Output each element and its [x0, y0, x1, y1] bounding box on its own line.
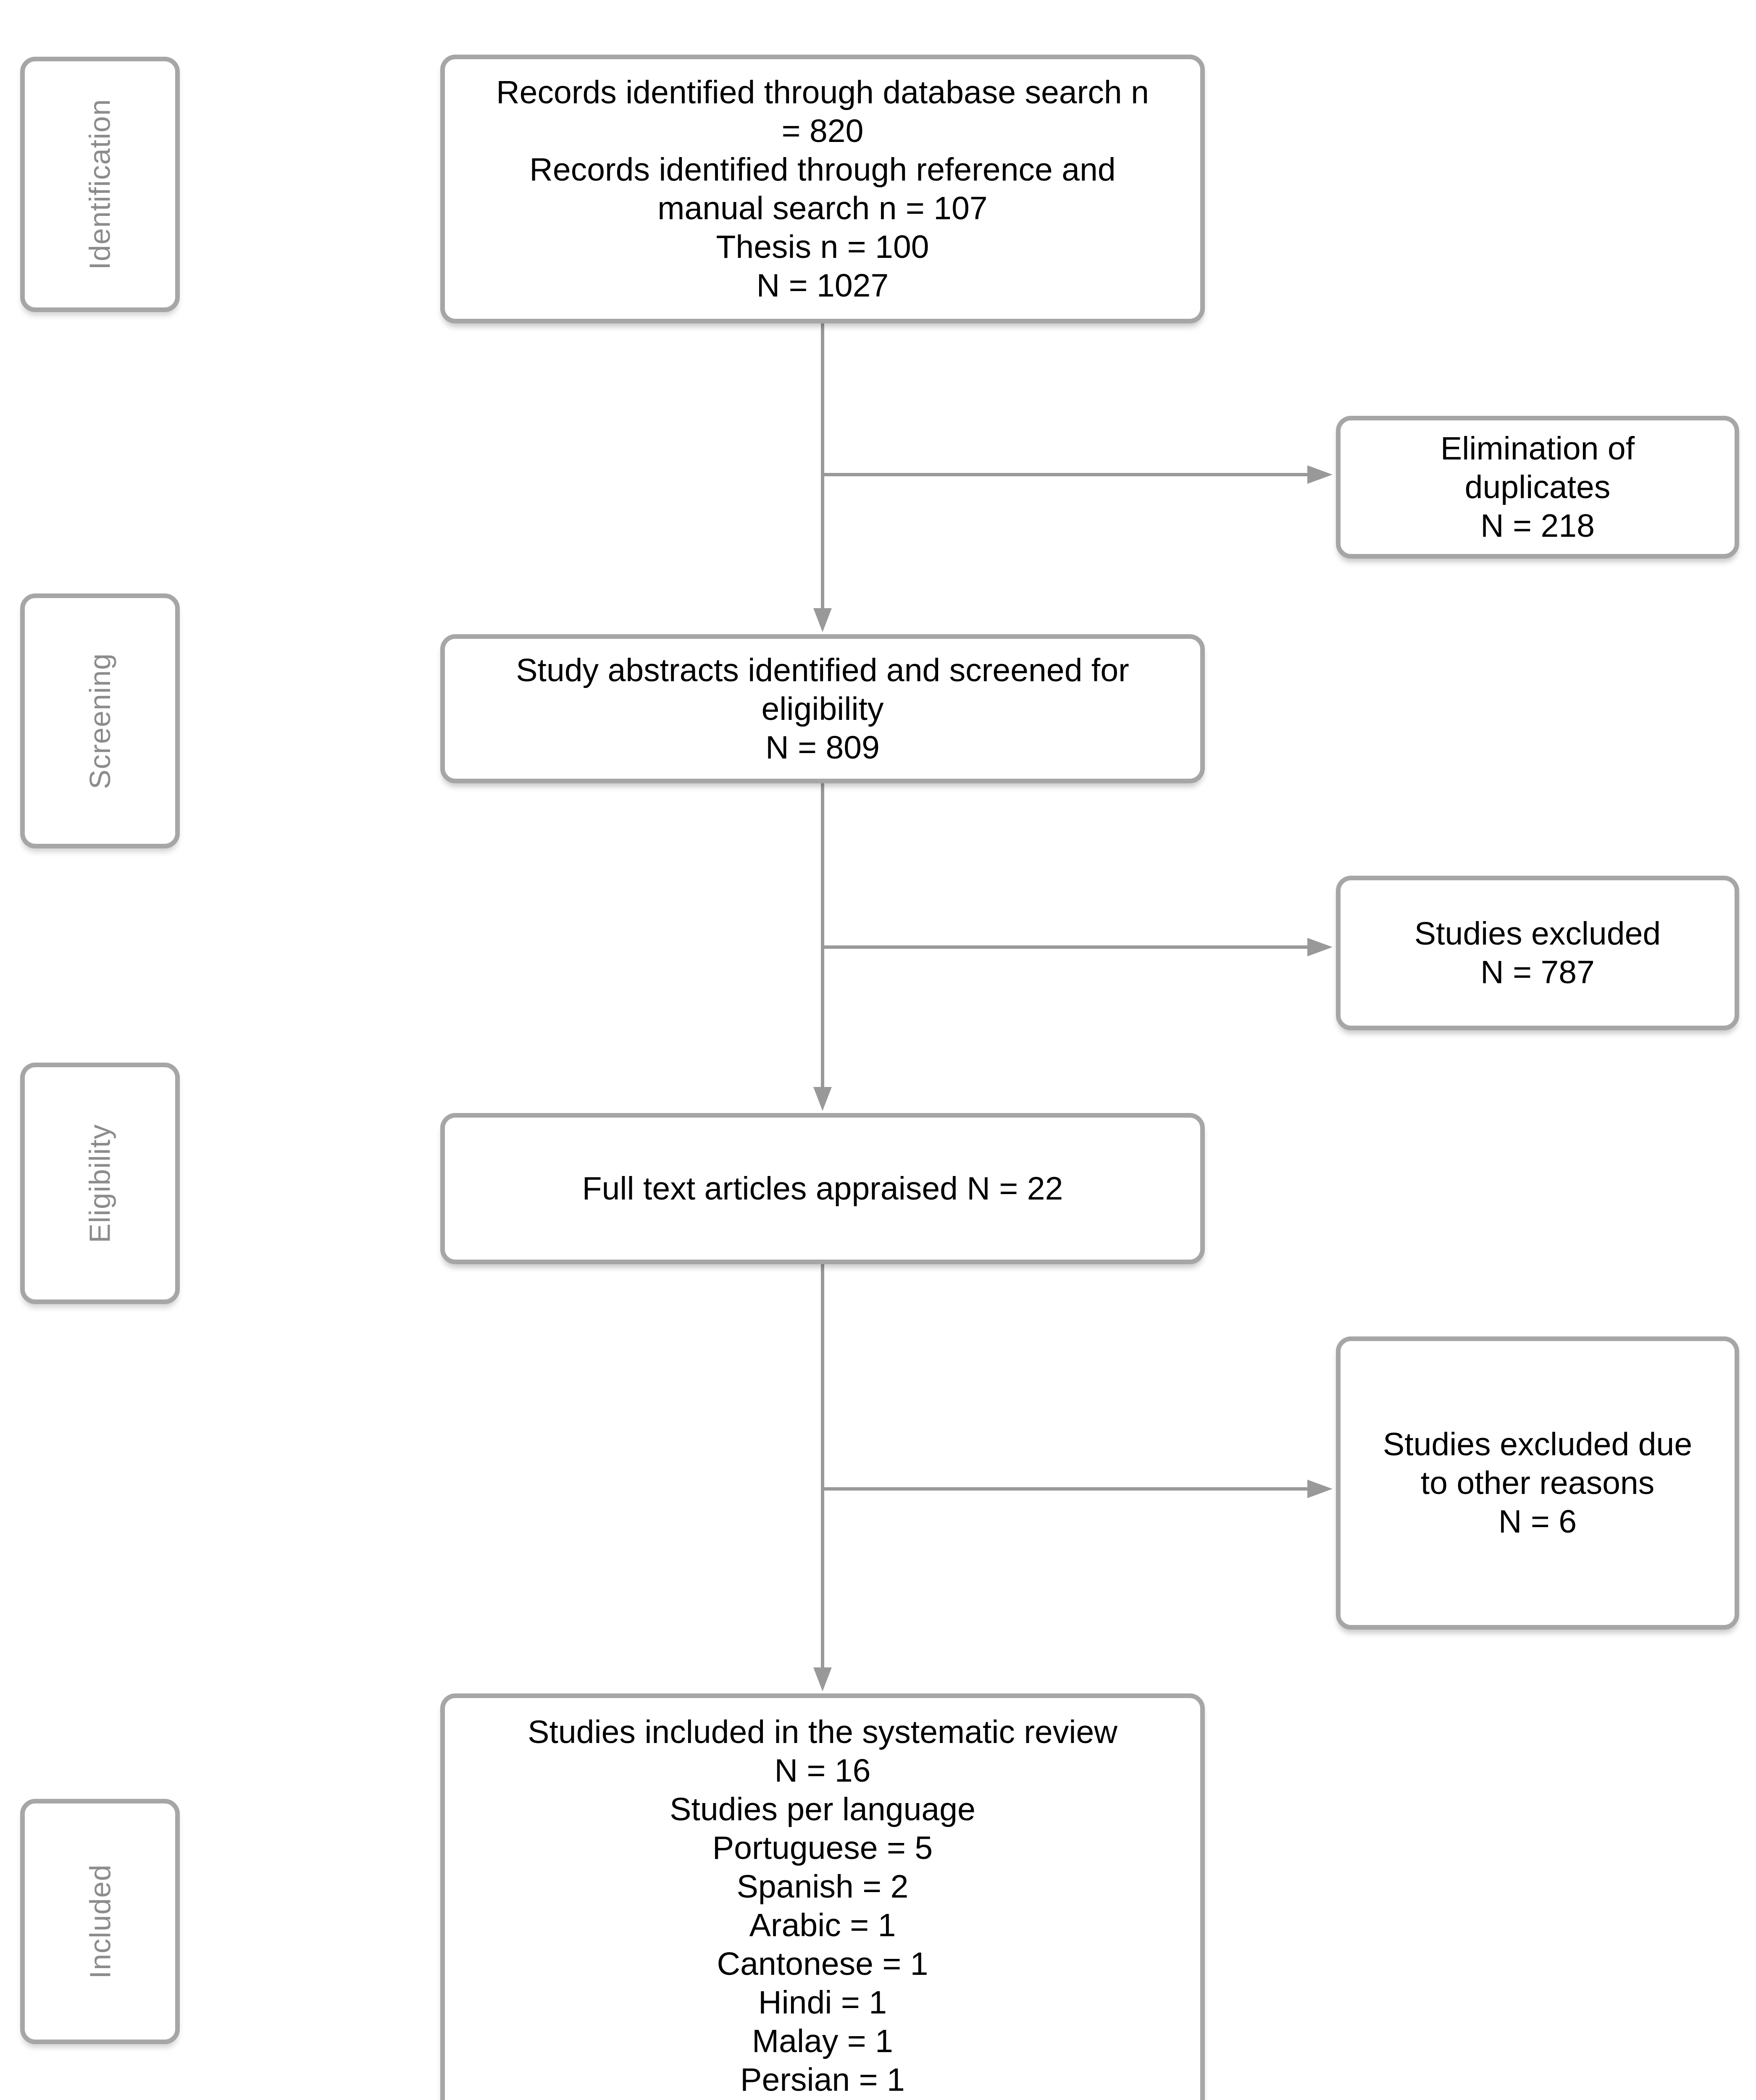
flow-box-line: Study abstracts identified and screened …: [516, 652, 1129, 727]
stage-label-eligibility-text: Eligibility: [84, 1124, 116, 1243]
flow-box-line: Arabic = 1: [749, 1907, 896, 1943]
side-box-line: N = 218: [1480, 508, 1595, 544]
arrowhead-right-duplicates: [1307, 465, 1333, 484]
flow-box-line: Hindi = 1: [758, 1984, 887, 2021]
side-box-line: N = 6: [1498, 1504, 1577, 1540]
flow-box-line: Full text articles appraised N = 22: [582, 1171, 1063, 1207]
flow-box-line: Records identified through reference and…: [529, 152, 1116, 226]
stage-label-screening: Screening: [20, 593, 180, 848]
flow-box-line: Cantonese = 1: [717, 1946, 928, 1982]
flow-box-line: N = 1027: [756, 268, 889, 304]
flow-box-full-text-appraised: Full text articles appraised N = 22: [440, 1113, 1205, 1264]
flow-box-abstracts-screened: Study abstracts identified and screened …: [440, 634, 1205, 783]
side-box-elimination-duplicates: Elimination of duplicates N = 218: [1336, 416, 1739, 559]
arrowhead-down-included: [813, 1667, 832, 1691]
stage-label-eligibility: Eligibility: [20, 1063, 180, 1304]
flow-box-studies-included: Studies included in the systematic revie…: [440, 1693, 1205, 2100]
side-box-line: N = 787: [1480, 954, 1595, 990]
arrowhead-down-screening: [813, 608, 832, 632]
stage-label-identification: Identification: [20, 57, 180, 312]
stage-label-included: Included: [20, 1799, 180, 2044]
stage-label-included-text: Included: [84, 1864, 116, 1979]
side-box-studies-excluded: Studies excluded N = 787: [1336, 876, 1739, 1030]
flow-box-line: Portuguese = 5: [712, 1830, 933, 1866]
flow-box-records-identified: Records identified through database sear…: [440, 55, 1205, 323]
side-box-line: Elimination of duplicates: [1440, 430, 1635, 505]
flow-box-line: N = 809: [765, 729, 880, 766]
flow-box-line: Thesis n = 100: [716, 229, 929, 265]
flow-box-line: Studies per language: [670, 1791, 975, 1827]
side-box-line: Studies excluded: [1414, 916, 1661, 952]
flow-box-line: Malay = 1: [752, 2023, 893, 2059]
side-box-line: Studies excluded due to other reasons: [1383, 1426, 1693, 1501]
flow-box-line: Records identified through database sear…: [496, 74, 1149, 149]
stage-label-identification-text: Identification: [84, 99, 117, 270]
arrowhead-right-excluded-other: [1307, 1480, 1333, 1498]
flow-box-line: Spanish = 2: [736, 1869, 909, 1905]
arrowhead-down-eligibility: [813, 1087, 832, 1111]
flow-box-line: N = 16: [774, 1753, 871, 1789]
stage-label-screening-text: Screening: [84, 653, 116, 789]
arrowhead-right-excluded: [1307, 938, 1333, 956]
flow-box-line: Persian = 1: [740, 2062, 905, 2098]
flow-box-line: Studies included in the systematic revie…: [528, 1714, 1117, 1750]
side-box-studies-excluded-other-reasons: Studies excluded due to other reasons N …: [1336, 1336, 1739, 1630]
